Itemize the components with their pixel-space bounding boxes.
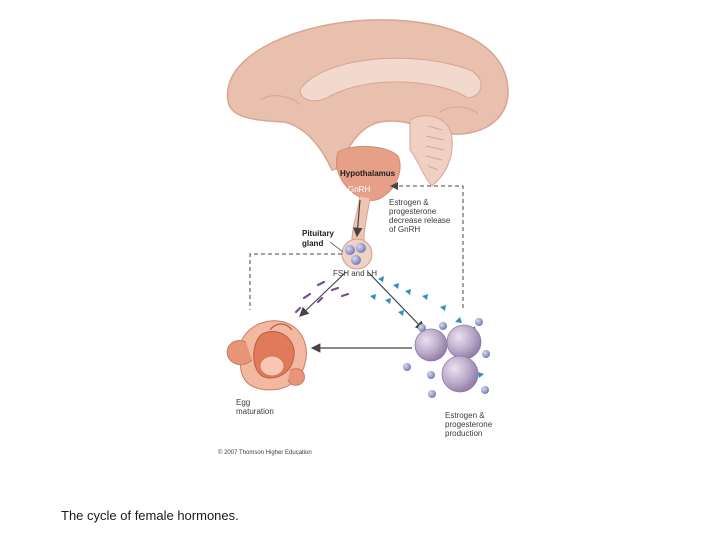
hypothalamus: Hypothalamus GnRH — [336, 145, 401, 201]
estrogen-label-2: progesterone — [445, 420, 493, 429]
fsh-hormone-marks — [294, 280, 350, 314]
gnrh-label: GnRH — [348, 185, 370, 194]
estrogen-label-1: Estrogen & — [445, 411, 485, 420]
ovarian-follicles — [414, 324, 482, 393]
feedback-label-3: decrease release — [389, 216, 451, 225]
lh-hormone-marks — [370, 276, 484, 378]
caption: The cycle of female hormones. — [61, 508, 239, 523]
egg-label-1: Egg — [236, 398, 250, 407]
ovary-egg-maturation — [226, 320, 307, 391]
estrogen-label-3: production — [445, 429, 482, 438]
feedback-label-2: progesterone — [389, 207, 437, 216]
feedback-arrowhead — [390, 182, 398, 190]
pituitary-label-2: gland — [302, 239, 323, 248]
egg-label-2: maturation — [236, 407, 274, 416]
brain — [226, 19, 509, 171]
feedback-label-4: of GnRH — [389, 225, 420, 234]
brainstem — [409, 115, 453, 187]
fsh-lh-label: FSH and LH — [333, 269, 377, 278]
left-dashed-line — [249, 253, 342, 310]
feedback-dashed-arrow — [392, 185, 464, 308]
pituitary-stalk — [351, 195, 371, 241]
hormone-dots — [403, 318, 490, 398]
pituitary-leader-line — [329, 241, 344, 253]
pituitary-to-ovary-left-arrow — [299, 271, 347, 317]
copyright-text: © 2007 Thomson Higher Education — [218, 449, 312, 456]
gnrh-arrow — [352, 199, 363, 238]
pituitary-to-follicles-arrow — [367, 271, 425, 331]
feedback-label-1: Estrogen & — [389, 198, 429, 207]
pituitary-label: Pituitary — [302, 229, 335, 238]
pituitary-gland — [341, 238, 373, 270]
hypothalamus-label: Hypothalamus — [340, 169, 396, 178]
